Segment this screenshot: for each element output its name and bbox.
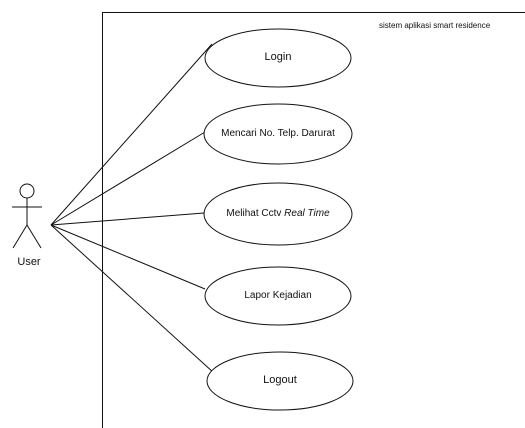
use-case-label-melihat-cctv: Melihat Cctv Real Time [203, 208, 353, 219]
use-case-label-text: Melihat Cctv [226, 208, 285, 219]
association-melihat-cctv [50, 212, 205, 226]
use-case-melihat-cctv [203, 182, 353, 246]
use-case-label-text: Logout [263, 374, 297, 386]
actor-user-figure [12, 183, 42, 249]
use-case-label-lapor-kejadian: Lapor Kejadian [203, 290, 353, 301]
association-lapor-kejadian [50, 224, 206, 290]
use-case-login [204, 28, 352, 88]
actor-right-leg [26, 224, 42, 249]
association-mencari-no-telp [50, 131, 206, 226]
use-case-label-login: Login [203, 51, 353, 63]
system-name: sistem aplikasi smart residence [379, 21, 491, 30]
use-case-lapor-kejadian [204, 266, 352, 326]
use-case-label-mencari-no-telp: Mencari No. Telp. Darurat [203, 128, 353, 139]
use-case-label-text: Login [264, 51, 292, 63]
association-logout [50, 224, 215, 374]
actor-left-leg [12, 224, 28, 249]
use-case-mencari-no-telp [203, 103, 353, 165]
use-case-label-logout: Logout [205, 374, 355, 386]
actor-head [19, 183, 35, 199]
use-case-label-italic-text: Real Time [284, 208, 330, 219]
use-case-logout [206, 351, 354, 411]
association-login [50, 43, 213, 226]
actor-name: User [17, 256, 41, 268]
use-case-label-text: Lapor Kejadian [244, 290, 312, 301]
use-case-label-text: Mencari No. Telp. Darurat [221, 128, 335, 139]
